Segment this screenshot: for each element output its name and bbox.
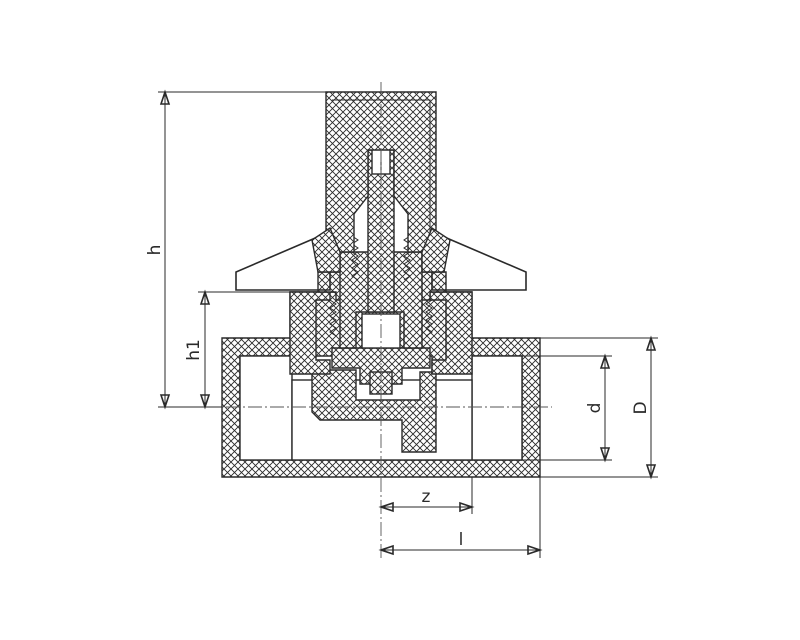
right-port-bore: [471, 355, 523, 461]
valve-disc: [331, 347, 431, 385]
bonnet: [289, 235, 473, 395]
dimension-label-D: D: [631, 401, 651, 414]
handwheel: [235, 91, 527, 291]
left-port-bore: [239, 355, 293, 461]
dimension-l: l: [378, 477, 543, 558]
handle-cap-inner: [332, 99, 431, 236]
dimension-D: D: [540, 335, 658, 480]
dimension-h1: h1: [184, 289, 290, 410]
dimension-label-l: l: [459, 530, 464, 550]
dimension-z: z: [378, 477, 475, 514]
handle-wing-hub-left: [311, 226, 341, 273]
bonnet-right-wall: [429, 291, 473, 375]
seat-partition: [311, 369, 437, 453]
dimension-label-h1: h1: [184, 339, 204, 361]
dimension-label-d: d: [585, 403, 605, 414]
handle-wing-hub-right: [421, 226, 451, 273]
dimension-d: d: [522, 353, 612, 463]
dimension-label-h: h: [145, 245, 165, 256]
center-lines: [160, 82, 552, 558]
dimension-label-z: z: [422, 487, 431, 507]
dimension-h: h: [145, 89, 326, 410]
bonnet-left-wall: [289, 291, 331, 375]
